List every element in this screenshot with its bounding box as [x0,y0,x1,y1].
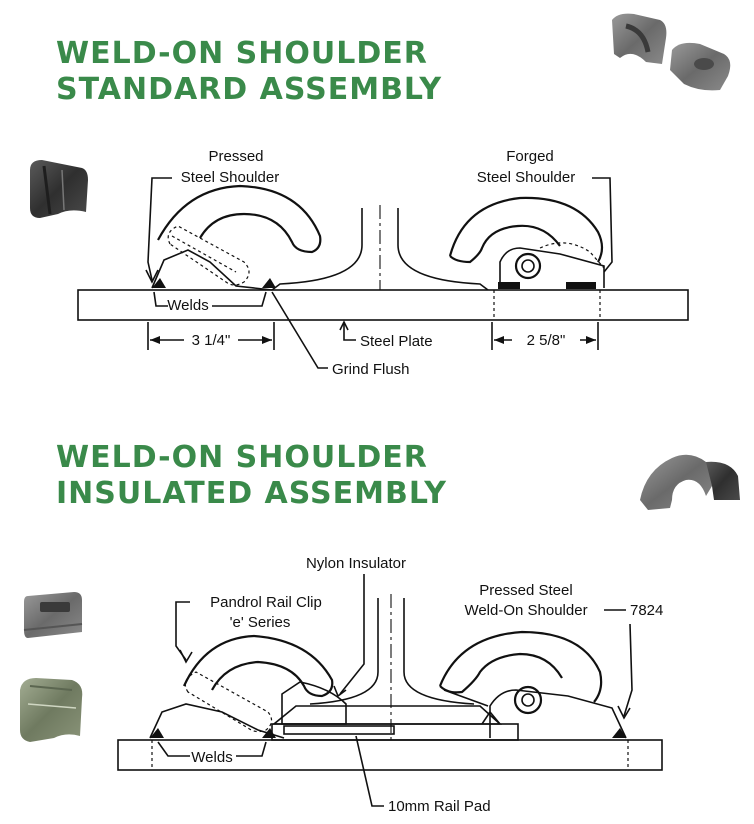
label-nylon-insulator: Nylon Insulator [306,555,406,572]
insulated-assembly-title: WELD-ON SHOULDER INSULATED ASSEMBLY [56,440,447,512]
forged-shoulder-photo [612,13,731,91]
pressed-shoulder-photo [30,160,88,218]
leader-forged [592,177,613,273]
label-steel-plate: Steel Plate [360,333,433,350]
label-welds-insulated: Welds [191,749,232,766]
label-dim-right: 2 5/8" [527,332,566,349]
standard-title-line2: STANDARD ASSEMBLY [56,72,443,107]
label-pandrol-line2: 'e' Series [230,614,291,631]
label-pressed-steel-line2: Weld-On Shoulder [464,602,587,619]
standard-title-line1: WELD-ON SHOULDER [56,36,428,71]
rail-foot-left [271,208,363,291]
label-dim-left: 3 1/4" [192,332,231,349]
label-forged-line1: Forged [506,148,554,165]
insulated-title-line1: WELD-ON SHOULDER [56,440,428,475]
label-grind-flush: Grind Flush [332,361,410,378]
green-shoulder-photo [20,678,83,742]
rail-web-right [403,598,475,705]
rail-web-left [309,598,379,705]
label-pressed-line2: Steel Shoulder [181,169,279,186]
forged-steel-shoulder [448,196,605,320]
label-pressed-line1: Pressed [208,148,263,165]
leader-pressed [147,177,172,281]
label-rail-pad: 10mm Rail Pad [388,798,491,815]
standard-assembly-drawing: Pressed Steel Shoulder Forged Steel Shou… [77,148,689,378]
label-pressed-steel-line1: Pressed Steel [479,582,572,599]
steel-plate [77,289,689,321]
label-forged-line2: Steel Shoulder [477,169,575,186]
insulated-title-line2: INSULATED ASSEMBLY [56,476,448,511]
leader-rail-pad [355,735,384,807]
insulated-assembly-drawing: Nylon Insulator Pandrol Rail Clip 'e' Se… [117,555,663,815]
pandrol-rail-clip [149,634,334,739]
label-pandrol-line1: Pandrol Rail Clip [210,594,322,611]
small-shoulder-photo [23,592,83,638]
label-part-number: 7824 [630,602,663,619]
pressed-weld-on-shoulder [438,630,627,739]
pressed-steel-shoulder [151,184,322,291]
standard-assembly-title: WELD-ON SHOULDER STANDARD ASSEMBLY [56,36,442,108]
label-welds: Welds [167,297,208,314]
insulated-shoulder-photo [640,454,740,510]
rail-foot-right [397,208,489,291]
leader-grind-flush [271,291,328,369]
